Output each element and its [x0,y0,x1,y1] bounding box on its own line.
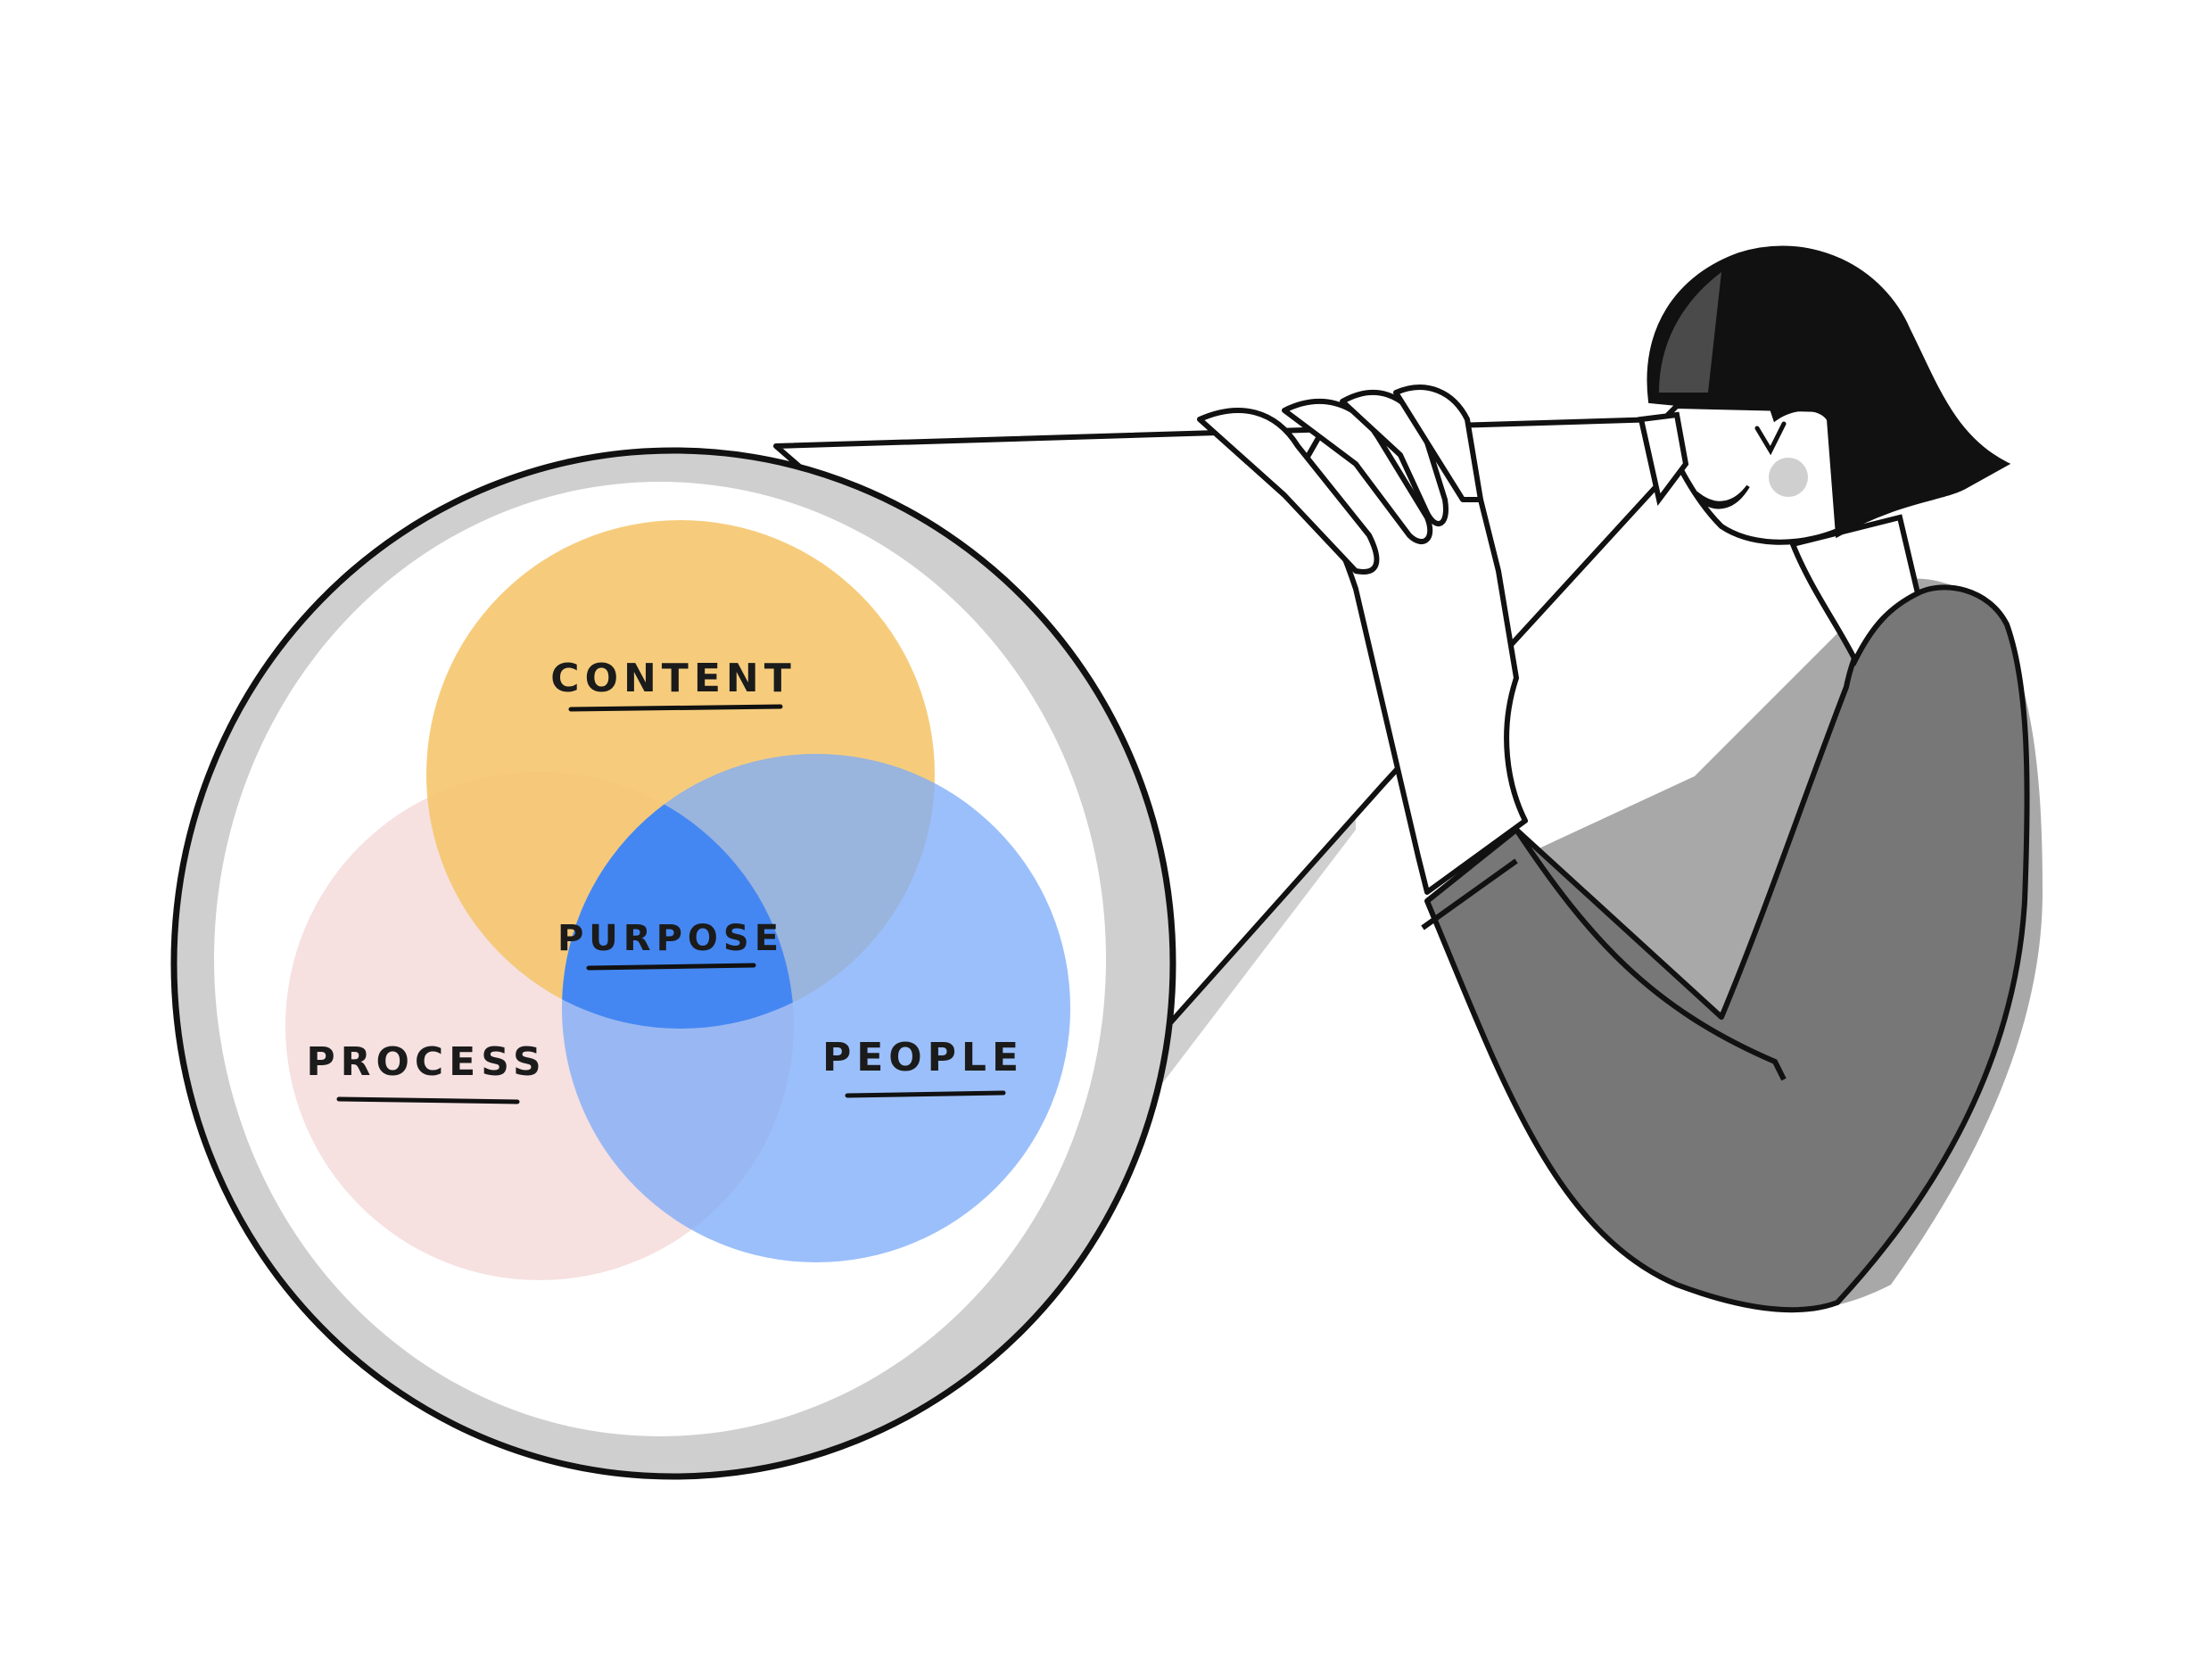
underline-process [336,1096,520,1104]
hair [1647,245,2011,539]
underline-people [845,1090,1006,1098]
hand-fingers [1197,385,1483,575]
venn-label-people: PEOPLE [822,1035,1024,1080]
mouth [1697,484,1750,509]
neck [1788,514,1921,666]
venn-center-region [562,772,794,1029]
venn-label-process: PROCESS [306,1039,546,1085]
sweater [1424,584,2030,1313]
telescope-eyepiece [1638,411,1689,507]
venn-diagram: CONTENT PURPOSE PROCESS PEOPLE [285,520,1070,1280]
venn-label-content: CONTENT [550,656,796,701]
eye [1754,421,1787,456]
sleeve-cuff [1421,827,1518,930]
cheek [1769,458,1808,497]
hair-highlight [1659,272,1721,393]
woman-figure [1197,245,2043,1313]
underline-content [568,704,783,712]
arm-fold [1514,828,1787,1081]
venn-label-purpose: PURPOSE [557,918,784,959]
underline-purpose [586,963,756,971]
